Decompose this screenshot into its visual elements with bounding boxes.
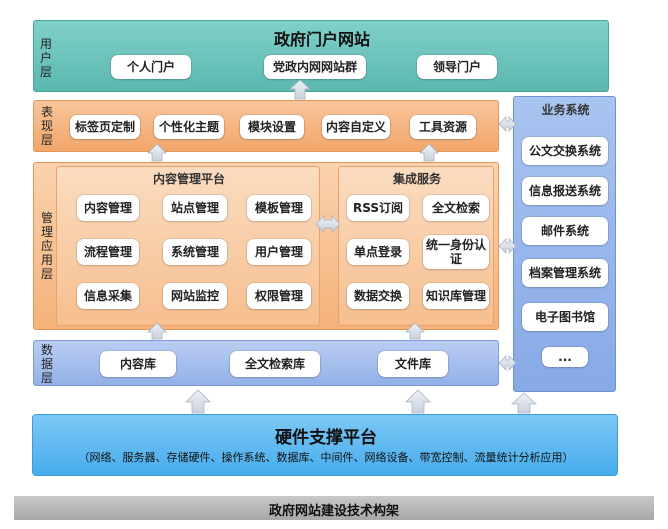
- workflow-mgmt-chip[interactable]: 流程管理: [77, 239, 139, 265]
- doc-exchange-chip[interactable]: 公文交换系统: [522, 137, 608, 165]
- arrow-up-icon: [147, 322, 167, 340]
- more-systems-chip[interactable]: ...: [542, 347, 588, 367]
- knowledge-base-chip[interactable]: 知识库管理: [423, 283, 489, 309]
- user-mgmt-chip[interactable]: 用户管理: [247, 239, 311, 265]
- tool-resources-chip[interactable]: 工具资源: [410, 115, 476, 139]
- rss-chip[interactable]: RSS订阅: [347, 195, 409, 221]
- tab-customize-chip[interactable]: 标签页定制: [70, 115, 140, 139]
- hardware-subtitle: （网络、服务器、存储硬件、操作系统、数据库、中间件、网络设备、带宽控制、流量统计…: [78, 451, 574, 464]
- sso-chip[interactable]: 单点登录: [347, 239, 409, 265]
- arrow-left-right-icon: [315, 215, 341, 233]
- fulltext-search-chip[interactable]: 全文检索: [423, 195, 489, 221]
- arrow-up-icon: [405, 322, 425, 340]
- integration-services: 集成服务 RSS订阅 全文检索 单点登录 统一身份认证 数据交换 知识库管理: [338, 166, 494, 326]
- arrow-up-icon: [185, 389, 211, 414]
- user-layer-label: 用户层: [39, 37, 52, 79]
- arrow-up-icon: [510, 392, 538, 414]
- portal-title: 政府门户网站: [273, 30, 370, 49]
- arrow-left-right-icon: [498, 116, 517, 132]
- presentation-layer-label: 表现层: [40, 105, 53, 147]
- info-collect-chip[interactable]: 信息采集: [77, 283, 139, 309]
- leader-portal-chip[interactable]: 领导门户: [417, 55, 497, 79]
- presentation-layer: 表现层 标签页定制 个性化主题 模块设置 内容自定义 工具资源: [33, 100, 499, 152]
- content-db-chip[interactable]: 内容库: [100, 351, 176, 377]
- arrow-up-icon: [419, 143, 439, 162]
- data-layer-label: 数据层: [40, 343, 53, 385]
- site-monitor-chip[interactable]: 网站监控: [163, 283, 227, 309]
- hardware-platform: 硬件支撑平台 （网络、服务器、存储硬件、操作系统、数据库、中间件、网络设备、带宽…: [32, 414, 618, 476]
- fulltext-db-chip[interactable]: 全文检索库: [230, 351, 320, 377]
- site-mgmt-chip[interactable]: 站点管理: [163, 195, 227, 221]
- cms-platform: 内容管理平台 内容管理 站点管理 模板管理 流程管理 系统管理 用户管理 信息采…: [56, 166, 320, 326]
- identity-auth-chip[interactable]: 统一身份认证: [423, 235, 489, 269]
- template-mgmt-chip[interactable]: 模板管理: [247, 195, 311, 221]
- cms-platform-title: 内容管理平台: [152, 172, 225, 186]
- user-layer: 用户层 政府门户网站 个人门户 党政内网网站群 领导门户: [33, 20, 609, 92]
- arrow-up-icon: [147, 143, 167, 162]
- info-report-chip[interactable]: 信息报送系统: [522, 177, 608, 205]
- content-custom-chip[interactable]: 内容自定义: [322, 115, 390, 139]
- arrow-up-icon: [405, 389, 431, 414]
- mail-system-chip[interactable]: 邮件系统: [522, 217, 608, 245]
- arrow-up-icon: [288, 79, 312, 100]
- content-mgmt-chip[interactable]: 内容管理: [77, 195, 139, 221]
- file-db-chip[interactable]: 文件库: [378, 351, 448, 377]
- intranet-sites-chip[interactable]: 党政内网网站群: [264, 55, 366, 79]
- module-settings-chip[interactable]: 模块设置: [240, 115, 304, 139]
- integration-services-title: 集成服务: [392, 172, 441, 186]
- management-layer: 管理应用层 内容管理平台 内容管理 站点管理 模板管理 流程管理 系统管理 用户…: [33, 162, 499, 330]
- arrow-left-right-icon: [498, 238, 517, 254]
- footer-caption: 政府网站建设技术构架: [268, 504, 399, 519]
- management-layer-label: 管理应用层: [40, 211, 53, 281]
- business-systems: 业务系统 公文交换系统 信息报送系统 邮件系统 档案管理系统 电子图书馆 ...: [513, 96, 616, 392]
- data-exchange-chip[interactable]: 数据交换: [347, 283, 409, 309]
- system-mgmt-chip[interactable]: 系统管理: [163, 239, 227, 265]
- hardware-title: 硬件支撑平台: [275, 428, 377, 448]
- archive-system-chip[interactable]: 档案管理系统: [522, 259, 608, 287]
- business-systems-title: 业务系统: [541, 103, 590, 117]
- theme-chip[interactable]: 个性化主题: [154, 115, 224, 139]
- permission-mgmt-chip[interactable]: 权限管理: [247, 283, 311, 309]
- personal-portal-chip[interactable]: 个人门户: [111, 55, 191, 79]
- arrow-left-right-icon: [498, 355, 517, 371]
- data-layer: 数据层 内容库 全文检索库 文件库: [33, 340, 499, 386]
- e-library-chip[interactable]: 电子图书馆: [522, 303, 608, 331]
- footer-bar: 政府网站建设技术构架: [14, 496, 654, 520]
